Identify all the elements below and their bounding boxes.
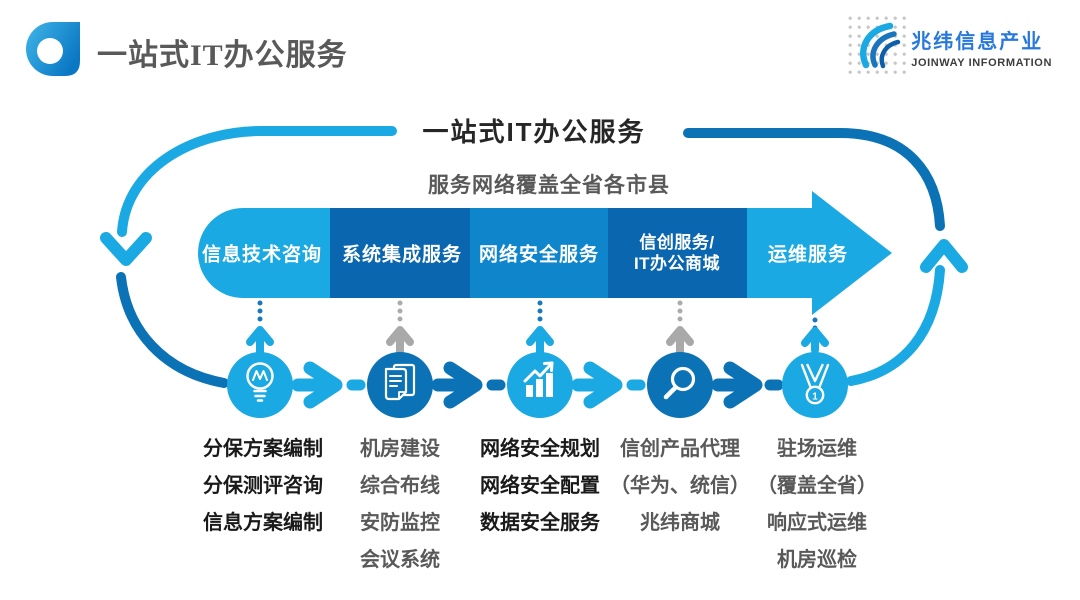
service-item: 会议系统 [360,549,440,571]
banner-label-4-line2: IT办公商城 [633,254,721,273]
service-item: 综合布线 [360,475,440,497]
banner-label-5: 运维服务 [767,244,849,266]
connector-3 [526,300,554,356]
company-logo-icon [26,22,80,76]
flow-chevron-3 [571,361,646,409]
brand-swoosh-icon [860,22,901,69]
flow-chevron-2 [431,361,506,409]
banner-label-4-line1: 信创服务/ [639,232,715,252]
service-item: 信创产品代理 [620,438,740,460]
connector-1 [246,300,274,356]
banner-segment-3 [470,208,608,298]
medal-icon: 1 [782,352,848,418]
service-banner [198,191,892,315]
banner-segment-5-arrow [747,191,892,315]
service-item: 分保测评咨询 [203,475,323,497]
banner-label-2: 系统集成服务 [341,244,463,266]
service-column-1: 分保方案编制 分保测评咨询 信息方案编制 [158,431,368,542]
medal-badge: 1 [812,392,818,403]
service-item: 机房建设 [360,438,440,460]
banner-label-1: 信息技术咨询 [201,244,323,266]
service-column-3: 网络安全规划 网络安全配置 数据安全服务 [435,431,645,542]
banner-segment-4 [608,208,747,298]
chart-icon [507,352,573,418]
service-item: 安防监控 [360,512,440,534]
up-arrow-icon [801,327,829,347]
brand-name-cn: 兆纬信息产业 [911,31,1044,53]
banner-label-3: 网络安全服务 [478,244,600,266]
service-column-5: 驻场运维 （覆盖全省） 响应式运维 机房巡检 [712,431,922,579]
brand-mark-icon [848,16,907,78]
service-column-4: 信创产品代理 （华为、统信） 兆纬商城 [575,431,785,542]
service-item: （华为、统信） [610,475,750,497]
service-item: 信息方案编制 [203,512,323,534]
service-item: 网络安全规划 [480,438,600,460]
cycle-arrowhead-up-icon [920,239,968,273]
service-item: 数据安全服务 [480,512,600,534]
cycle-arrow-left [100,126,397,388]
banner-segment-1 [198,208,330,298]
service-item: 机房巡检 [777,549,857,571]
diagram-title: 一站式IT办公服务 [422,117,646,147]
banner-segment-2 [330,208,470,298]
service-column-2: 机房建设 综合布线 安防监控 会议系统 [295,431,505,579]
connector-4 [666,300,694,356]
connector-5 [801,317,829,354]
service-item: 响应式运维 [767,512,867,534]
document-icon [367,352,433,418]
up-arrow-icon [666,326,694,346]
service-item: 分保方案编制 [203,438,323,460]
service-item: 兆纬商城 [640,512,720,534]
up-arrow-icon [526,326,554,346]
brand-name-en: JOINWAY INFORMATION [911,57,1052,69]
flow-chevron-1 [291,361,366,409]
magnifier-icon [647,352,713,418]
banner-label-4: 信创服务/ IT办公商城 [634,232,720,275]
up-arrow-icon [386,326,414,346]
diagram-subtitle: 服务网络覆盖全省各市县 [428,174,670,197]
cycle-arrow-right [683,128,968,386]
up-arrow-icon [246,326,274,346]
page-title: 一站式IT办公服务 [97,39,348,72]
flow-chevron-4 [711,361,784,409]
cycle-arrowhead-down-icon [100,232,152,266]
brand-logo: 兆纬信息产业 JOINWAY INFORMATION [848,16,1052,78]
service-item: 网络安全配置 [480,475,600,497]
lightbulb-icon [227,352,293,418]
connector-2 [386,300,414,356]
service-item: 驻场运维 [777,438,857,460]
service-item: （覆盖全省） [757,475,877,497]
